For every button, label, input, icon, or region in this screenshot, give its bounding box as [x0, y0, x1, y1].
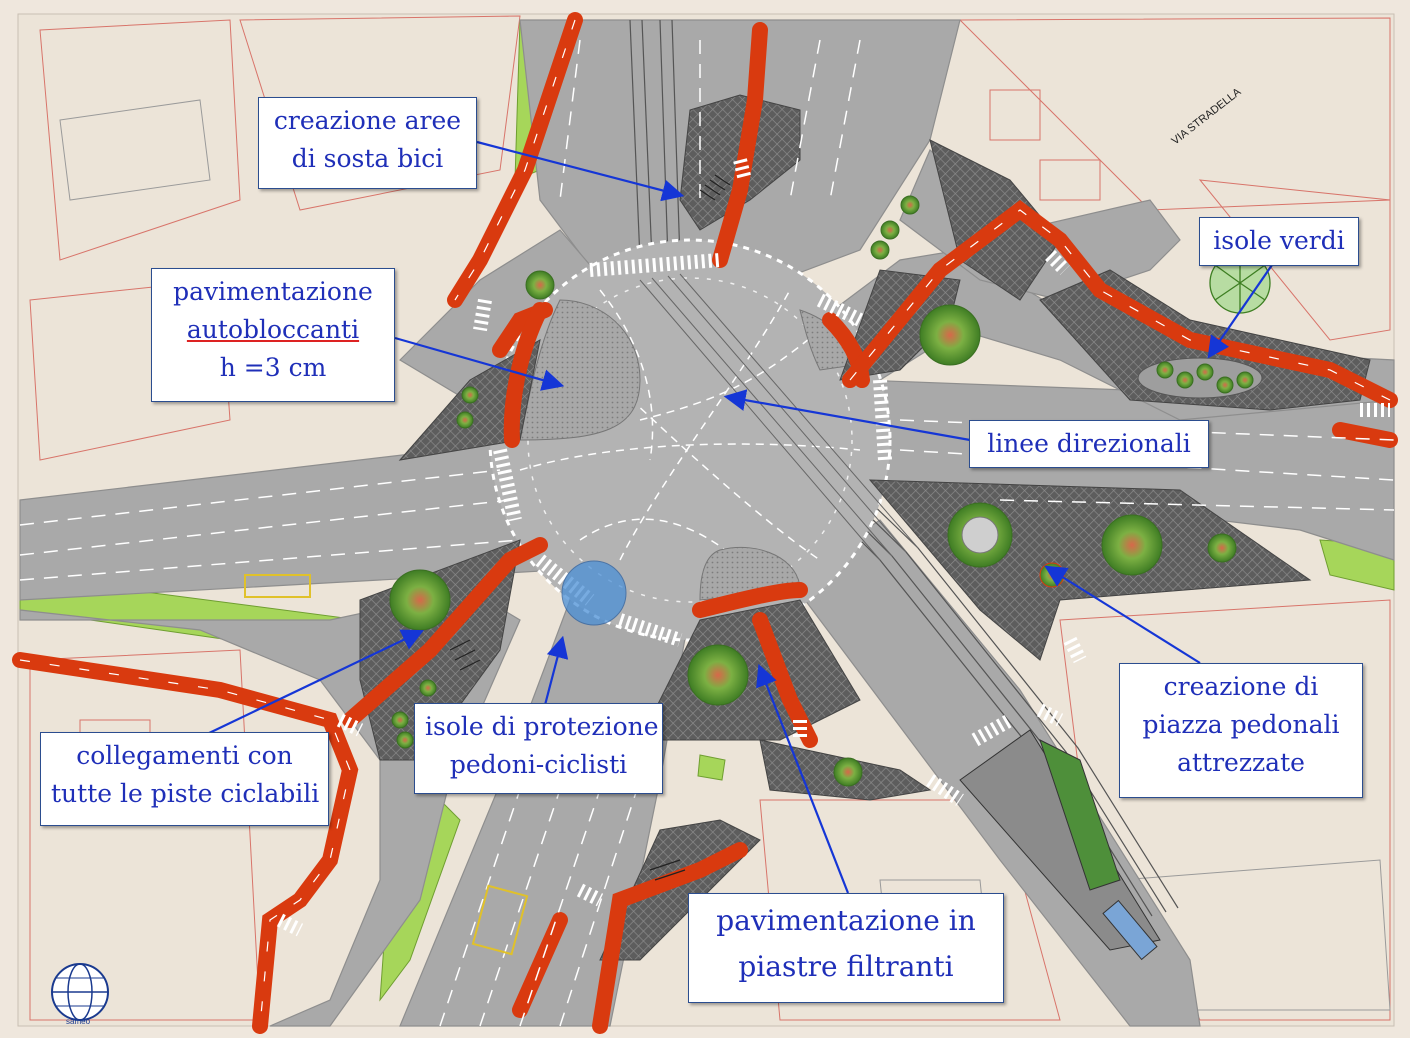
callout-isole-protezione: isole di protezione pedoni-ciclisti	[414, 703, 663, 794]
callout-isole-verdi: isole verdi	[1199, 217, 1359, 266]
callout-line: piazza pedonali	[1142, 710, 1340, 739]
annotation-arrows	[204, 140, 1273, 894]
callout-linee-direzionali: linee direzionali	[969, 420, 1209, 468]
arrow-piastre	[756, 663, 850, 894]
callout-line: collegamenti con	[76, 741, 293, 770]
callout-piastre-filtranti: pavimentazione in piastre filtranti	[688, 893, 1004, 1003]
callout-line: pavimentazione	[173, 277, 373, 306]
bike-parking	[449, 174, 731, 881]
arrow-linee-direzionali	[723, 389, 971, 442]
arrow-piazza	[1044, 565, 1201, 664]
tree-ring	[947, 502, 1013, 568]
arrow-autobloccanti	[394, 336, 565, 391]
callout-sosta-bici: creazione aree di sosta bici	[258, 97, 477, 189]
autobloccanti-island-west	[519, 299, 641, 441]
arrow-protezione	[543, 635, 569, 706]
callout-line: tutte le piste ciclabili	[51, 779, 320, 808]
isole-verdi-ellipse	[1137, 357, 1263, 399]
isola-protezione-marker	[561, 560, 627, 626]
callout-line: attrezzate	[1177, 748, 1305, 777]
callout-line: h =3 cm	[219, 353, 327, 382]
tree-symbol	[1209, 252, 1271, 314]
callout-line: pedoni-ciclisti	[449, 750, 628, 779]
callout-pavimentazione-autobloccanti: pavimentazione autobloccanti h =3 cm	[151, 268, 395, 402]
parking-bays	[244, 574, 529, 956]
callout-line: autobloccanti	[186, 315, 360, 344]
callout-line: isole verdi	[1213, 226, 1345, 255]
callout-collegamenti: collegamenti con tutte le piste ciclabil…	[40, 732, 329, 826]
arrow-isole-verdi	[1207, 264, 1273, 359]
crossings	[276, 158, 1390, 937]
logo-text: sameo	[66, 1017, 91, 1026]
callout-line: piastre filtranti	[738, 950, 954, 983]
callout-line: linee direzionali	[987, 429, 1191, 458]
callout-line: creazione aree	[273, 106, 462, 135]
company-logo: sameo	[51, 963, 109, 1026]
arrow-collegamenti	[204, 629, 424, 736]
callout-piazza-pedonali: creazione di piazza pedonali attrezzate	[1119, 663, 1363, 798]
callout-line: isole di protezione	[425, 712, 659, 741]
callout-line: creazione di	[1163, 672, 1319, 701]
arrow-sosta-bici	[476, 140, 685, 202]
callout-line: di sosta bici	[291, 144, 444, 173]
tram-stop	[959, 729, 1161, 961]
callout-line: pavimentazione in	[716, 904, 976, 937]
